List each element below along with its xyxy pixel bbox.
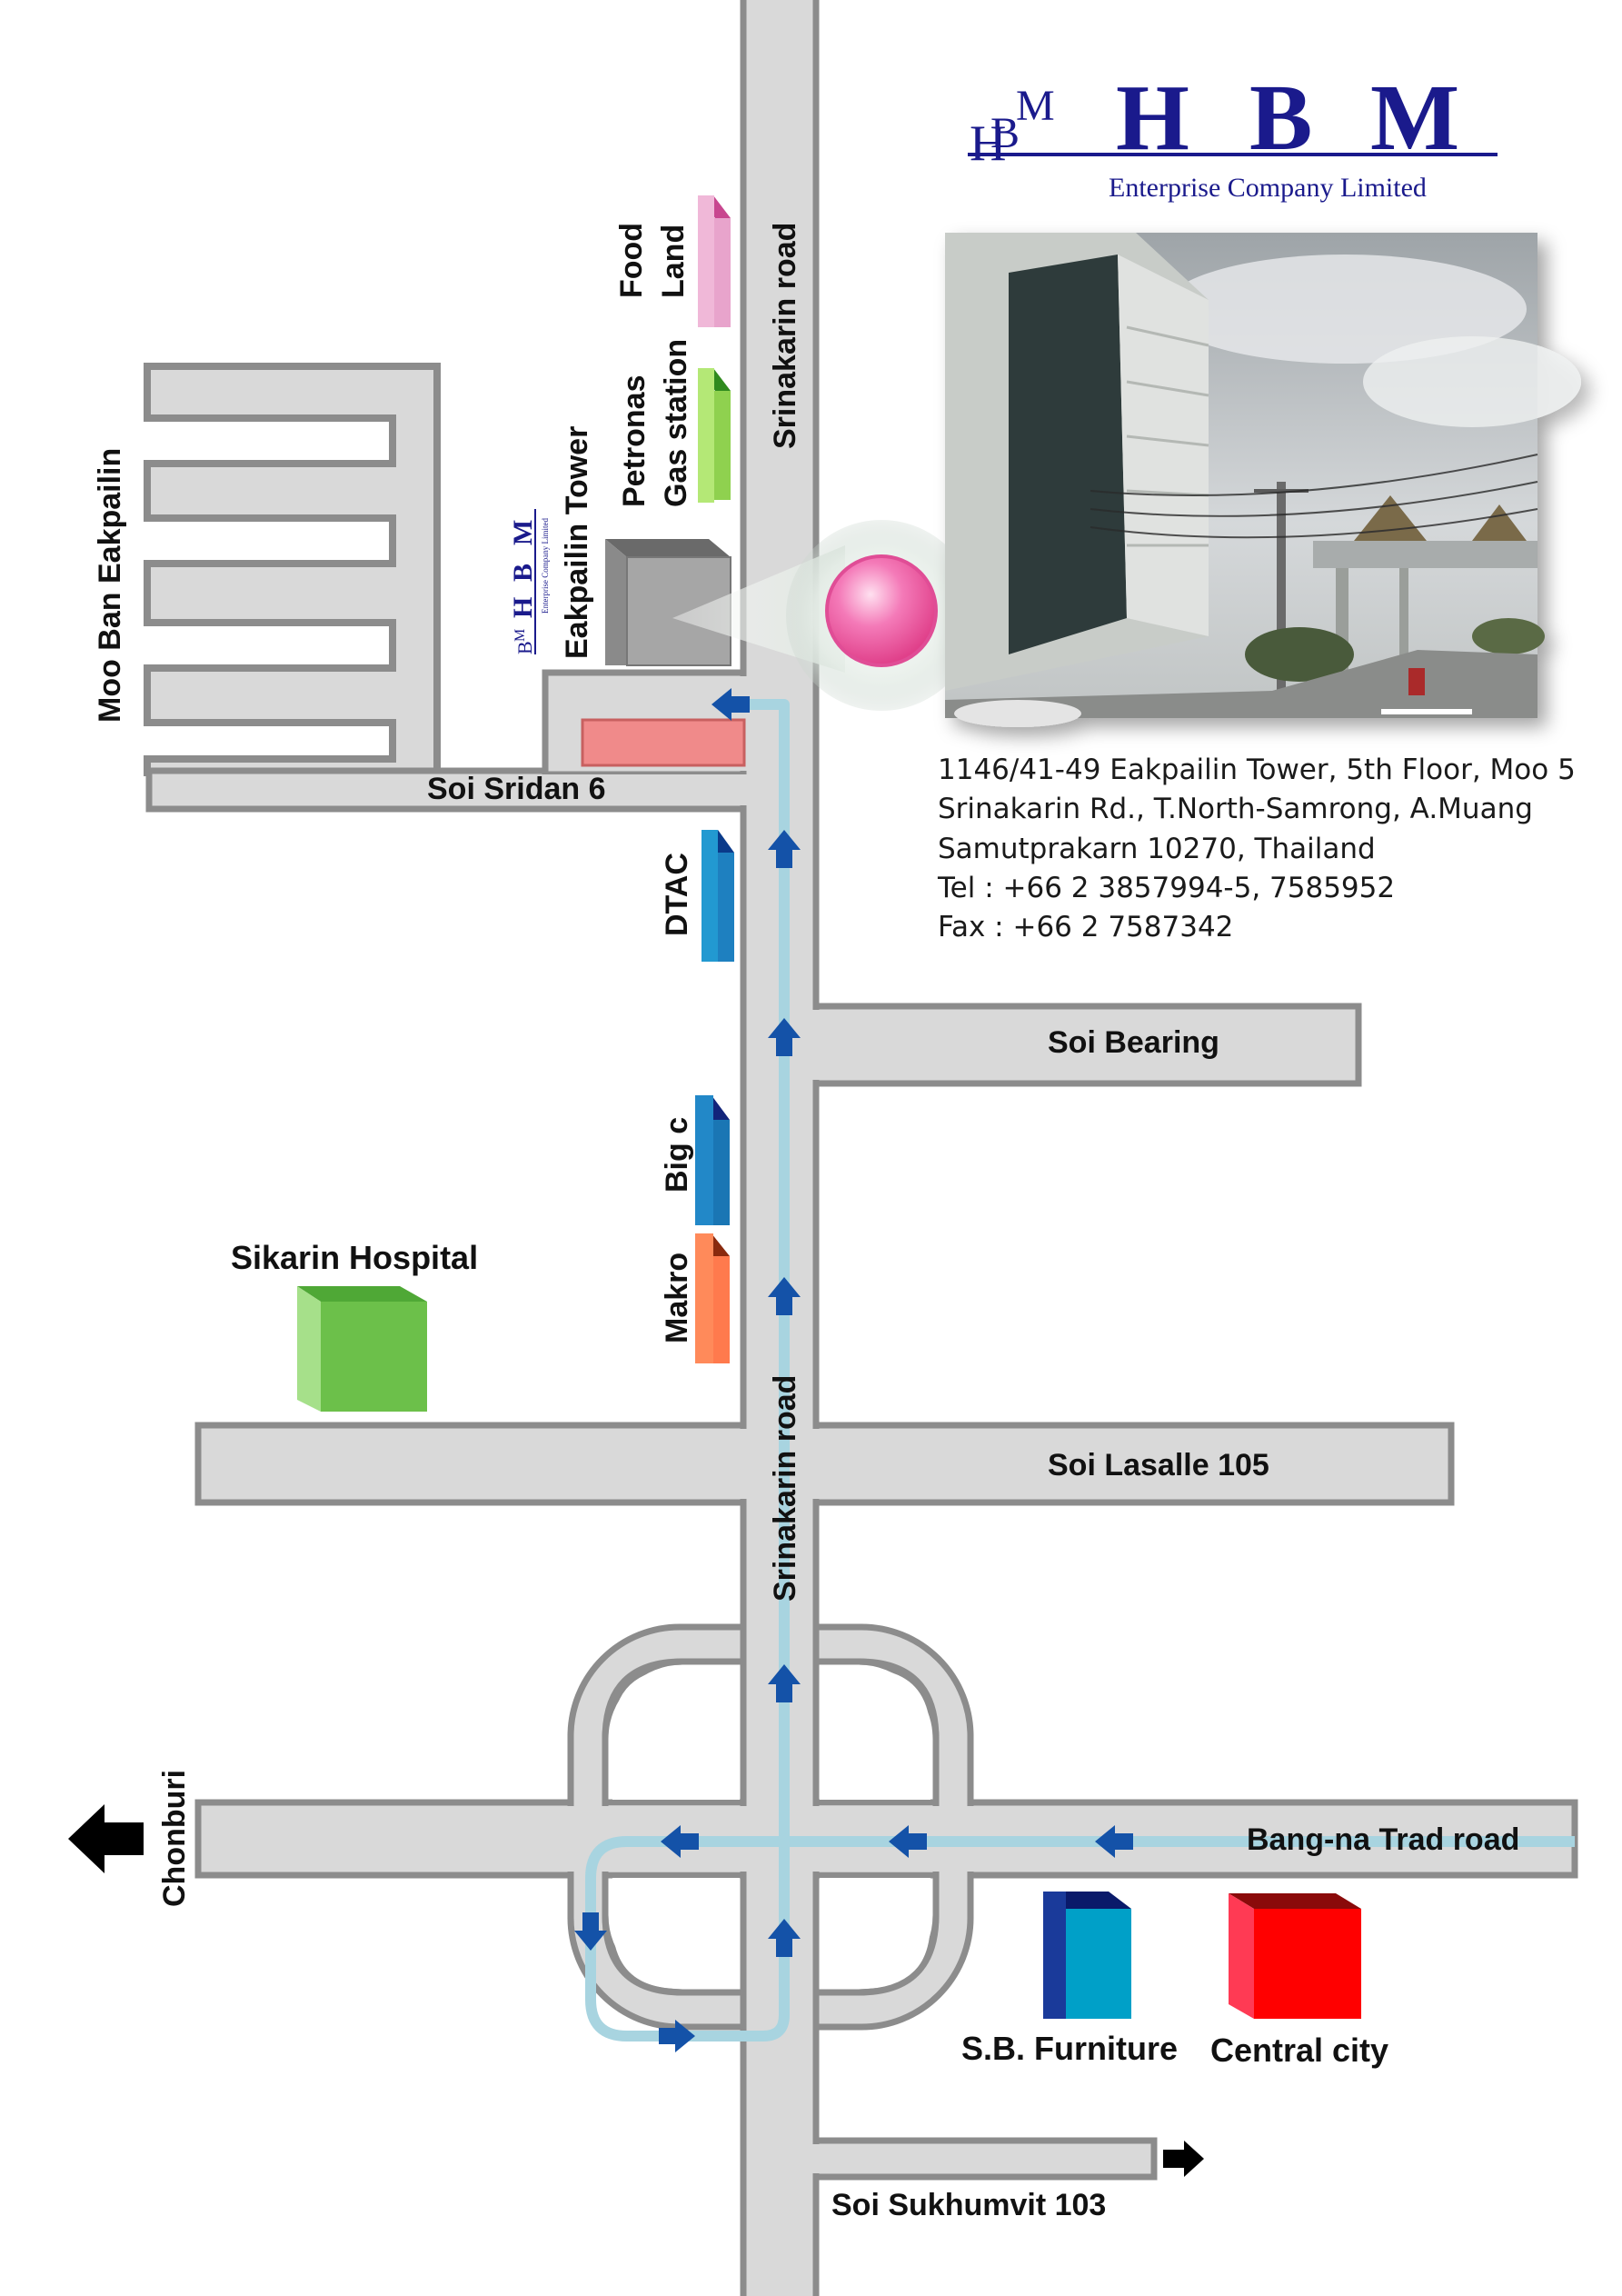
tower-entrance-block <box>581 718 746 767</box>
label-bigc: Big c <box>660 1117 694 1193</box>
svg-text:B: B <box>508 564 538 582</box>
sb-furniture-building <box>1043 1892 1131 2019</box>
address-fax: Fax : +66 2 7587342 <box>938 911 1233 943</box>
svg-text:H: H <box>508 597 538 618</box>
address-line-3: Samutprakarn 10270, Thailand <box>938 833 1376 865</box>
blue-arrow-icon <box>768 830 801 868</box>
bigc-building <box>695 1095 730 1225</box>
address-tel: Tel : +66 2 3857994-5, 7585952 <box>937 872 1395 904</box>
logo-letter-h: H <box>1116 65 1189 170</box>
dtac-building <box>702 830 734 962</box>
address-line-2: Srinakarin Rd., T.North-Samrong, A.Muang <box>938 793 1533 825</box>
address-block: 1146/41-49 Eakpailin Tower, 5th Floor, M… <box>937 754 1576 943</box>
logo-letter-b: B <box>1249 65 1312 170</box>
road-network <box>144 363 441 776</box>
label-petronas-2: Gas station <box>659 339 693 507</box>
label-foodland-1: Food <box>614 223 649 298</box>
exit-arrows <box>68 1804 1204 2177</box>
makro-building <box>695 1233 730 1363</box>
label-sb-furniture: S.B. Furniture <box>961 2030 1178 2067</box>
label-central-city: Central city <box>1210 2031 1388 2069</box>
blue-arrow-icon <box>574 1912 607 1951</box>
label-soi-lasalle: Soi Lasalle 105 <box>1048 1448 1269 1482</box>
label-srinakarin-mid: Srinakarin road <box>768 1375 802 1602</box>
svg-text:Enterprise Company Limited: Enterprise Company Limited <box>541 518 550 614</box>
label-dtac: DTAC <box>660 853 694 936</box>
label-chonburi: Chonburi <box>157 1770 192 1907</box>
label-petronas-1: Petronas <box>617 375 652 508</box>
central-city-building <box>1229 1893 1361 2019</box>
label-bangna: Bang-na Trad road <box>1247 1822 1519 1857</box>
black-arrow-icon <box>68 1804 144 1873</box>
building-photo <box>945 233 1581 727</box>
route-path <box>585 699 1575 2041</box>
foodland-building <box>698 195 731 327</box>
soi-bearing-road <box>769 1003 1362 1087</box>
label-eakpailin-tower: Eakpailin Tower <box>560 426 594 659</box>
logo-letter-m: M <box>1370 65 1459 170</box>
label-makro: Makro <box>660 1253 694 1343</box>
pink-location-marker-icon <box>825 554 938 667</box>
svg-text:M: M <box>512 629 528 642</box>
blue-arrow-icon <box>711 688 750 721</box>
label-moo-ban: Moo Ban Eakpailin <box>93 448 127 723</box>
address-line-1: 1146/41-49 Eakpailin Tower, 5th Floor, M… <box>938 754 1576 786</box>
blue-arrow-icon <box>768 1277 801 1315</box>
blue-arrow-icon <box>889 1825 927 1858</box>
blue-arrow-icon <box>768 1919 801 1957</box>
hbm-small-logo: B M H B M Enterprise Company Limited <box>508 509 550 654</box>
black-arrow-icon <box>1163 2141 1204 2177</box>
blue-arrow-icon <box>768 1018 801 1056</box>
logo-monogram-b: B <box>990 109 1020 157</box>
label-soi-bearing: Soi Bearing <box>1048 1025 1219 1060</box>
logo-monogram-m: M <box>1016 82 1055 130</box>
logo-subtitle: Enterprise Company Limited <box>1109 173 1427 203</box>
label-sukhumvit: Soi Sukhumvit 103 <box>831 2188 1106 2222</box>
hbm-logo: H B M H B M Enterprise Company Limited <box>968 65 1498 203</box>
svg-text:B: B <box>513 641 536 654</box>
petronas-building <box>698 368 731 503</box>
label-srinakarin-top: Srinakarin road <box>768 223 802 449</box>
logo-monogram-h: H <box>970 115 1006 172</box>
label-soi-sridan: Soi Sridan 6 <box>427 772 606 806</box>
sikarin-hospital-building <box>297 1286 427 1412</box>
map-labels: Srinakarin road Srinakarin road Soi Srid… <box>93 223 1519 2222</box>
blue-arrow-icon <box>659 2020 695 2052</box>
moo-ban-road <box>144 363 441 776</box>
label-sikarin: Sikarin Hospital <box>231 1239 478 1276</box>
blue-arrow-icon <box>661 1825 699 1858</box>
label-foodland-2: Land <box>656 225 691 298</box>
direction-arrows <box>574 688 1133 2052</box>
svg-text:M: M <box>508 520 538 545</box>
blue-arrow-icon <box>1095 1825 1133 1858</box>
blue-arrow-icon <box>768 1664 801 1702</box>
